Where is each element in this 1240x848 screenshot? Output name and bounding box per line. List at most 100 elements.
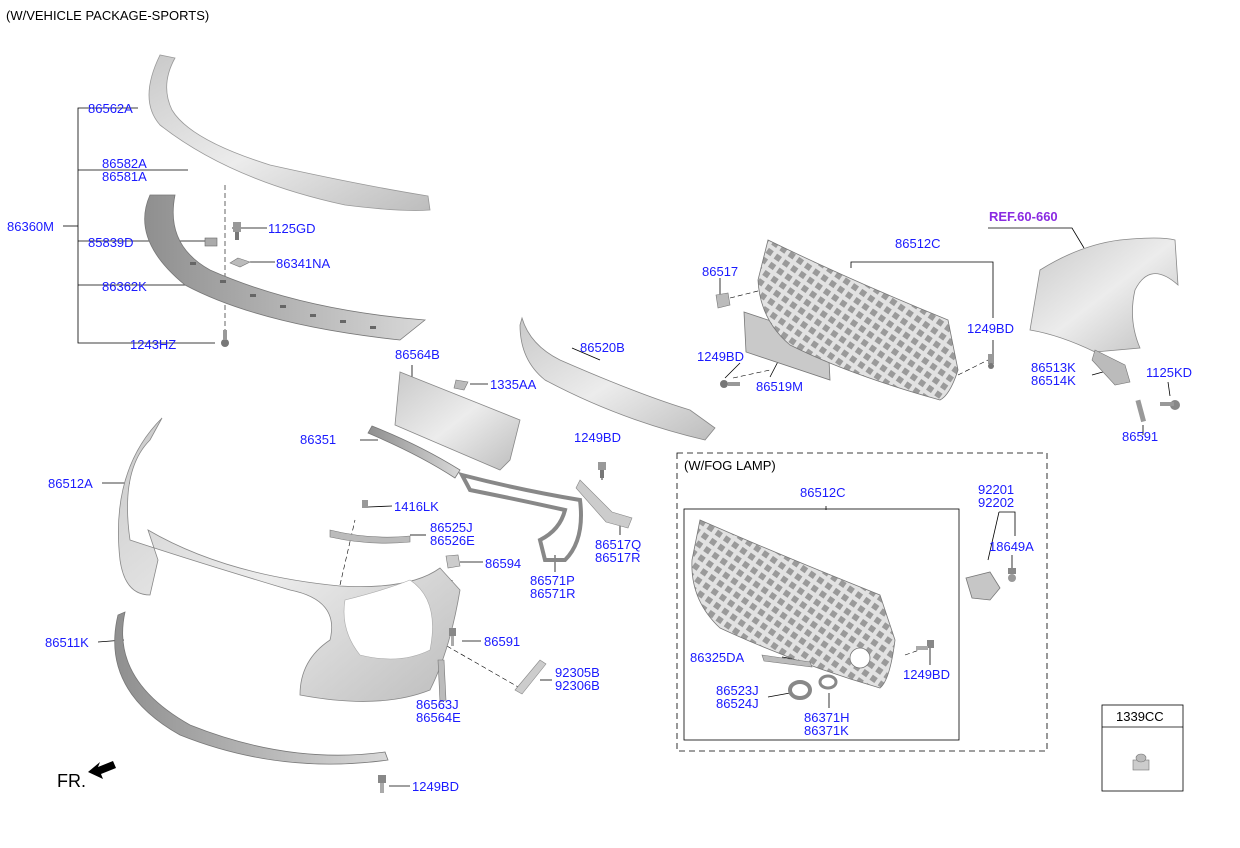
part-label-86519m[interactable]: 86519M xyxy=(756,379,803,394)
part-label-86512c-fog[interactable]: 86512C xyxy=(800,485,846,500)
part-label-86371k[interactable]: 86371K xyxy=(804,723,849,738)
part-86564b-shape xyxy=(394,371,521,471)
part-upper-frame-shape xyxy=(144,194,427,341)
part-label-1249bd-b[interactable]: 1249BD xyxy=(697,349,744,364)
screw-86591-b-shape xyxy=(449,628,456,646)
part-label-18649a[interactable]: 18649A xyxy=(989,539,1034,554)
part-label-86517q[interactable]: 86517Q xyxy=(595,537,642,552)
nut-86341na-shape xyxy=(229,257,251,268)
bolt-1249bd-b-shape xyxy=(720,380,740,388)
part-grille-mesh-shape xyxy=(757,239,959,401)
part-label-86325da[interactable]: 86325DA xyxy=(690,650,745,665)
part-label-86523j[interactable]: 86523J xyxy=(716,683,759,698)
part-fog-grille-shape xyxy=(691,519,896,689)
part-label-86511k[interactable]: 86511K xyxy=(45,635,89,650)
frame-holes xyxy=(190,262,376,329)
part-label-92305b[interactable]: 92305B xyxy=(555,665,600,680)
part-86517-shape xyxy=(715,292,731,309)
part-label-1125gd[interactable]: 1125GD xyxy=(268,221,316,236)
front-direction-arrow-icon xyxy=(88,761,116,779)
part-absorber-shape xyxy=(519,316,716,441)
bolt-1249bd-a-shape xyxy=(598,462,606,478)
part-label-1249bd-e[interactable]: 1249BD xyxy=(903,667,950,682)
clip-85839d-shape xyxy=(204,237,218,247)
diagram-title: (W/VEHICLE PACKAGE-SPORTS) xyxy=(6,8,210,23)
ref-label[interactable]: REF.60-660 xyxy=(989,209,1058,224)
bolt-1249bd-c-shape xyxy=(988,354,994,369)
part-fog-lamp-shape xyxy=(965,571,1001,601)
part-label-86564e[interactable]: 86564E xyxy=(416,710,461,725)
part-label-1243hz[interactable]: 1243HZ xyxy=(130,337,177,352)
bumper-opening xyxy=(343,579,433,660)
part-label-86581a[interactable]: 86581A xyxy=(102,169,147,184)
part-label-86571p[interactable]: 86571P xyxy=(530,573,575,588)
part-bumper-cover-shape xyxy=(117,417,461,702)
fog-lamp-grille-box xyxy=(683,508,960,741)
bolt-1125kd-shape xyxy=(1160,400,1180,410)
nut-box xyxy=(1101,704,1184,792)
nut-1339cc-icon xyxy=(1132,753,1150,771)
fog-lamp-section-box xyxy=(676,452,1048,752)
part-label-86517r[interactable]: 86517R xyxy=(595,550,641,565)
clip-86594-shape xyxy=(445,554,461,569)
part-label-86591-b[interactable]: 86591 xyxy=(484,634,521,649)
part-label-86594[interactable]: 86594 xyxy=(485,556,522,571)
part-label-86351[interactable]: 86351 xyxy=(300,432,337,447)
part-label-86564b[interactable]: 86564B xyxy=(395,347,440,362)
part-label-1335aa[interactable]: 1335AA xyxy=(490,377,537,392)
part-label-86360m[interactable]: 86360M xyxy=(7,219,54,234)
nut-box-label: 1339CC xyxy=(1116,709,1164,724)
part-label-86524j[interactable]: 86524J xyxy=(716,696,759,711)
fog-opening xyxy=(849,647,871,669)
part-label-1125kd[interactable]: 1125KD xyxy=(1146,365,1193,380)
part-upper-lip-shape xyxy=(148,54,431,211)
part-86371h-shape xyxy=(818,674,838,690)
part-92305b-shape xyxy=(514,659,547,695)
part-fender-shape xyxy=(1029,237,1179,353)
part-lower-lip-shape xyxy=(114,611,389,765)
part-86351-shape xyxy=(367,425,461,479)
part-label-86341na[interactable]: 86341NA xyxy=(276,256,331,271)
part-86325da-shape xyxy=(761,654,813,668)
part-86525j-shape xyxy=(329,529,411,544)
part-label-92306b[interactable]: 92306B xyxy=(555,678,600,693)
part-label-1249bd-d[interactable]: 1249BD xyxy=(412,779,459,794)
part-label-86591-a[interactable]: 86591 xyxy=(1122,429,1159,444)
part-label-1249bd-c[interactable]: 1249BD xyxy=(967,321,1014,336)
part-label-86512c[interactable]: 86512C xyxy=(895,236,941,251)
screw-1249bd-d-shape xyxy=(378,775,386,793)
bulb-18649a-shape xyxy=(1008,568,1016,582)
part-86563j-shape xyxy=(437,659,447,703)
clip-1416lk-shape xyxy=(362,500,368,508)
part-86513k-shape xyxy=(1091,349,1131,386)
bolt-1249bd-e-shape xyxy=(916,640,934,650)
part-label-86526e[interactable]: 86526E xyxy=(430,533,475,548)
front-direction-label: FR. xyxy=(57,771,86,791)
screw-1243hz-shape xyxy=(221,330,229,347)
part-label-86513k[interactable]: 86513K xyxy=(1031,360,1076,375)
part-label-86512a[interactable]: 86512A xyxy=(48,476,93,491)
part-label-85839d[interactable]: 85839D xyxy=(88,235,134,250)
bolt-1125gd-shape xyxy=(233,222,241,240)
part-label-86371h[interactable]: 86371H xyxy=(804,710,850,725)
part-label-86520b[interactable]: 86520B xyxy=(580,340,625,355)
part-label-1249bd-a[interactable]: 1249BD xyxy=(574,430,621,445)
part-label-86362k[interactable]: 86362K xyxy=(102,279,147,294)
part-label-1416lk[interactable]: 1416LK xyxy=(394,499,439,514)
part-label-92201[interactable]: 92201 xyxy=(978,482,1015,497)
part-86571p-shape xyxy=(458,471,583,562)
fog-lamp-section-title: (W/FOG LAMP) xyxy=(684,458,776,473)
part-label-86582a[interactable]: 86582A xyxy=(102,156,147,171)
clip-1335aa-shape xyxy=(453,379,469,391)
part-label-86517[interactable]: 86517 xyxy=(702,264,739,279)
part-label-92202[interactable]: 92202 xyxy=(978,495,1015,510)
part-label-86562a[interactable]: 86562A xyxy=(88,101,133,116)
screw-86591-a-shape xyxy=(1135,399,1147,423)
part-label-86571r[interactable]: 86571R xyxy=(530,586,576,601)
part-86517q-shape xyxy=(575,479,633,529)
part-label-86563j[interactable]: 86563J xyxy=(416,697,459,712)
part-label-86514k[interactable]: 86514K xyxy=(1031,373,1076,388)
part-label-86525j[interactable]: 86525J xyxy=(430,520,473,535)
part-86523j-shape xyxy=(788,680,812,700)
